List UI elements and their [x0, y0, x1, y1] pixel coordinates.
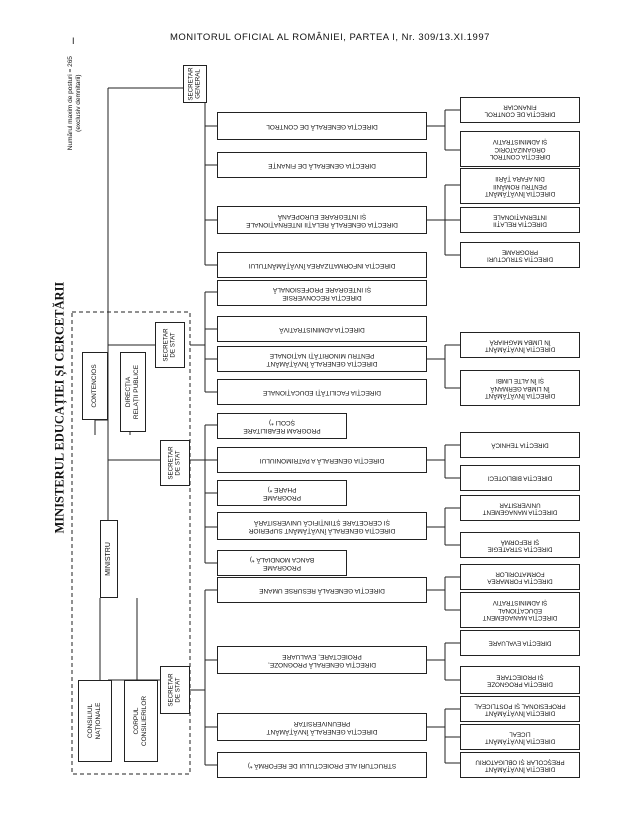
sub-management-univ-box: DIRECȚIA MANAGEMENT UNIVERSITAR — [460, 495, 580, 521]
direction-label: DIRECȚIA GENERALĂ ÎNVĂȚĂMÂNT SUPERIOR ȘI… — [248, 519, 396, 534]
subdirection-label: DIRECȚIA RELAȚII INTERNAȚIONALE — [493, 213, 547, 228]
direction-preuniversitar-box: DIRECȚIA GENERALĂ ÎNVĂȚĂMÂNT PREUNIVERSI… — [217, 713, 427, 741]
secretary-state-2-box: SECRETAR DE STAT — [160, 440, 190, 486]
subdirection-label: DIRECȚIA STRATEGIE ȘI REFORMĂ — [487, 538, 553, 553]
subdirection-label: DIRECȚIA FORMAREA FORMATORILOR — [487, 570, 553, 585]
direction-label: DIRECȚIA GENERALĂ DE FINANȚE — [268, 161, 376, 169]
direction-relatii-box: DIRECȚIA GENERALĂ RELAȚII INTERNAȚIONALE… — [217, 206, 427, 234]
subdirection-label: DIRECȚIA DE CONTROL FINANCIAR — [484, 103, 556, 118]
direction-label: STRUCTURI ALE PROIECTULUI DE REFORMĂ *) — [247, 761, 397, 769]
sub-romanii-box: DIRECȚIA ÎNVĂȚĂMÂNT PENTRU ROMÂNII DIN A… — [460, 168, 580, 204]
subdirection-label: DIRECȚIA STRUCTURI PROGRAME — [486, 248, 554, 263]
ministru-label: MINISTRU — [104, 542, 112, 576]
subdirection-label: DIRECȚIA EVALUARE — [488, 639, 552, 647]
staff-note-line: (exclusiv demnitarii) — [75, 74, 82, 132]
subdirection-label: DIRECȚIA ÎNVĂȚĂMÂNT PENTRU ROMÂNII DIN A… — [484, 175, 556, 198]
sub-prescolar-box: DIRECȚIA ÎNVĂȚĂMÂNT PREȘCOLAR ȘI OBLIGAT… — [460, 752, 580, 778]
direction-label: DIRECȚIA GENERALĂ RELAȚII INTERNAȚIONALE… — [246, 213, 398, 228]
programe-phare-box: PROGRAME PHARE *) — [217, 480, 347, 506]
direction-label: DIRECȚIA GENERALĂ A PATRIMONIULUI — [259, 456, 385, 464]
direction-prognoze-box: DIRECȚIA GENERALĂ PROGNOZE, PROIECTARE, … — [217, 646, 427, 674]
direction-patrimoniu-box: DIRECȚIA GENERALĂ A PATRIMONIULUI — [217, 447, 427, 473]
program-reabilitare-box: PROGRAM REABILITARE ȘCOLI *) — [217, 413, 347, 439]
sub-liceal-box: DIRECȚIA ÎNVĂȚĂMÂNT LICEAL — [460, 724, 580, 750]
direction-administrativa-box: DIRECȚIA ADMINISTRATIVĂ — [217, 316, 427, 342]
sub-germana-box: DIRECȚIA ÎNVĂȚĂMÂNT ÎN LIMBA GERMANĂ ȘI … — [460, 370, 580, 406]
sub-formare-box: DIRECȚIA FORMAREA FORMATORILOR — [460, 564, 580, 590]
secretary-general-box: SECRETAR GENERAL — [183, 65, 207, 103]
relatii-publice-box: DIRECȚIA RELAȚII PUBLICE — [120, 352, 146, 432]
ministru-box: MINISTRU — [100, 520, 118, 598]
direction-resurse-box: DIRECȚIA GENERALĂ RESURSE UMANE — [217, 577, 427, 603]
structuri-reforma-box: STRUCTURI ALE PROIECTULUI DE REFORMĂ *) — [217, 752, 427, 778]
relatii-publice-label: DIRECȚIA RELAȚII PUBLICE — [125, 364, 140, 420]
sub-tehnica-box: DIRECȚIA TEHNICĂ — [460, 432, 580, 458]
contencios-box: CONTENCIOS — [82, 352, 108, 420]
subdirection-label: DIRECȚIA PROGNOZE ȘI PROIECTARE — [487, 673, 553, 688]
sub-control-financiar-box: DIRECȚIA DE CONTROL FINANCIAR — [460, 97, 580, 123]
direction-finante-box: DIRECȚIA GENERALĂ DE FINANȚE — [217, 152, 427, 178]
subdirection-label: DIRECȚIA ÎNVĂȚĂMÂNT PREȘCOLAR ȘI OBLIGAT… — [475, 758, 565, 773]
subdirection-label: DIRECȚIA MANAGEMENT EDUCAȚIONAL ȘI ADMIN… — [482, 599, 558, 622]
staff-note-line: Numărul maxim de posturi = 265 — [66, 56, 74, 151]
subdirection-label: DIRECȚIA ÎNVĂȚĂMÂNT ÎN LIMBA MAGHIARĂ — [484, 338, 556, 353]
sub-relatii-int-box: DIRECȚIA RELAȚII INTERNAȚIONALE — [460, 207, 580, 233]
sub-maghiara-box: DIRECȚIA ÎNVĂȚĂMÂNT ÎN LIMBA MAGHIARĂ — [460, 332, 580, 358]
secretary-state-3-box: SECRETAR DE STAT — [160, 666, 190, 714]
direction-label: PROGRAME PHARE *) — [263, 486, 301, 501]
secretary-general-label: SECRETAR GENERAL — [187, 67, 202, 101]
direction-informatizare-box: DIRECȚIA INFORMATIZAREA ÎNVĂȚĂMÂNTULUI — [217, 252, 427, 278]
direction-control-box: DIRECȚIA GENERALĂ DE CONTROL — [217, 112, 427, 140]
secretary-state-label: SECRETAR DE STAT — [167, 673, 182, 707]
direction-label: DIRECȚIA GENERALĂ RESURSE UMANE — [259, 586, 385, 594]
sub-structuri-programe-box: DIRECȚIA STRUCTURI PROGRAME — [460, 242, 580, 268]
secretary-state-1-box: SECRETAR DE STAT — [155, 322, 185, 368]
corpul-label: CORPUL CONSILIERILOR — [133, 695, 148, 747]
ministry-title: MINISTERUL EDUCAȚIEI ȘI CERCETĂRII — [52, 281, 67, 534]
sub-biblioteci-box: DIRECȚIA BIBLIOTECI — [460, 465, 580, 491]
page-number: I — [72, 36, 75, 46]
secretary-state-label: SECRETAR DE STAT — [162, 328, 177, 362]
direction-reconversie-box: DIRECȚIA RECONVERSIE ȘI INTEGRARE PROFES… — [217, 280, 427, 306]
direction-label: DIRECȚIA RECONVERSIE ȘI INTEGRARE PROFES… — [272, 286, 372, 301]
subdirection-label: DIRECȚIA MANAGEMENT UNIVERSITAR — [482, 501, 558, 516]
consiliu-box: CONSILIUL NAȚIONALE — [78, 680, 112, 762]
direction-label: DIRECȚIA INFORMATIZAREA ÎNVĂȚĂMÂNTULUI — [248, 261, 396, 269]
direction-label: DIRECȚIA GENERALĂ DE CONTROL — [266, 122, 378, 130]
direction-facilitati-box: DIRECȚIA FACILITĂȚI EDUCAȚIONALE — [217, 379, 427, 405]
direction-minoritati-box: DIRECȚIA GENERALĂ ÎNVĂȚĂMÂNT PENTRU MINO… — [217, 346, 427, 372]
corpul-box: CORPUL CONSILIERILOR — [124, 680, 158, 762]
subdirection-label: DIRECȚIA ÎNVĂȚĂMÂNT LICEAL — [484, 730, 556, 745]
subdirection-label: DIRECȚIA ÎNVĂȚĂMÂNT PROFESIONAL ȘI POSTL… — [474, 702, 566, 717]
subdirection-label: DIRECȚIA BIBLIOTECI — [487, 474, 553, 482]
sub-control-organizatoric-box: DIRECȚIA CONTROL ORGANIZATORIC ȘI ADMINI… — [460, 131, 580, 167]
direction-label: DIRECȚIA ADMINISTRATIVĂ — [279, 325, 365, 333]
subdirection-label: DIRECȚIA TEHNICĂ — [491, 441, 549, 449]
direction-label: DIRECȚIA GENERALĂ ÎNVĂȚĂMÂNT PENTRU MINO… — [266, 352, 378, 367]
direction-label: DIRECȚIA GENERALĂ PROGNOZE, PROIECTARE, … — [268, 653, 376, 668]
direction-superior-box: DIRECȚIA GENERALĂ ÎNVĂȚĂMÂNT SUPERIOR ȘI… — [217, 512, 427, 540]
staff-note: Numărul maxim de posturi = 265 (exclusiv… — [67, 48, 83, 158]
subdirection-label: DIRECȚIA CONTROL ORGANIZATORIC ȘI ADMINI… — [489, 138, 551, 161]
sub-strategie-box: DIRECȚIA STRATEGIE ȘI REFORMĂ — [460, 532, 580, 558]
secretary-state-label: SECRETAR DE STAT — [167, 446, 182, 480]
direction-label: DIRECȚIA FACILITĂȚI EDUCAȚIONALE — [262, 388, 382, 396]
sub-prognoze-box: DIRECȚIA PROGNOZE ȘI PROIECTARE — [460, 666, 580, 694]
page-header: MONITORUL OFICIAL AL ROMÂNIEI, PARTEA I,… — [170, 32, 490, 43]
direction-label: PROGRAME BANCA MONDIALĂ *) — [249, 556, 315, 571]
sub-management-edu-box: DIRECȚIA MANAGEMENT EDUCAȚIONAL ȘI ADMIN… — [460, 592, 580, 628]
consiliu-label: CONSILIUL NAȚIONALE — [87, 702, 102, 740]
subdirection-label: DIRECȚIA ÎNVĂȚĂMÂNT ÎN LIMBA GERMANĂ ȘI … — [484, 377, 556, 400]
contencios-label: CONTENCIOS — [91, 364, 99, 408]
programe-banca-box: PROGRAME BANCA MONDIALĂ *) — [217, 550, 347, 576]
direction-label: DIRECȚIA GENERALĂ ÎNVĂȚĂMÂNT PREUNIVERSI… — [266, 720, 378, 735]
sub-profesional-box: DIRECȚIA ÎNVĂȚĂMÂNT PROFESIONAL ȘI POSTL… — [460, 696, 580, 722]
direction-label: PROGRAM REABILITARE ȘCOLI *) — [243, 419, 321, 434]
sub-evaluare-box: DIRECȚIA EVALUARE — [460, 630, 580, 656]
